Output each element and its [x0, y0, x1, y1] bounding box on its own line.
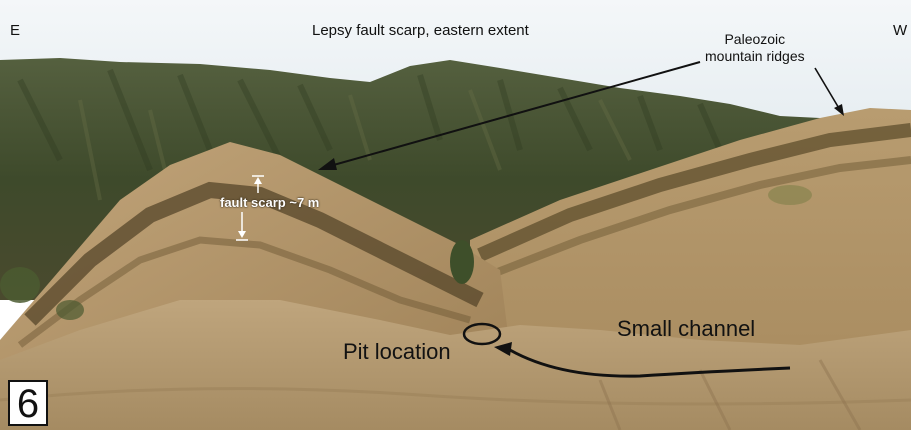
direction-label-west: W	[893, 22, 908, 39]
small-channel-label: Small channel	[617, 316, 756, 341]
fault-scarp-label: fault scarp ~7 m	[220, 195, 320, 210]
fault-scarp-marker	[236, 175, 264, 241]
pit-location-marker	[462, 322, 502, 346]
direction-label-east: E	[10, 22, 21, 39]
small-channel-arrow	[509, 348, 791, 378]
paleozoic-arrow-short	[814, 67, 841, 111]
panel-number-box: 6	[8, 380, 48, 426]
paleozoic-ridges-label: Paleozoic mountain ridges	[705, 31, 805, 65]
panel-number: 6	[16, 382, 40, 426]
pit-location-label: Pit location	[343, 339, 451, 364]
paleozoic-label-line2: mountain ridges	[705, 48, 805, 64]
paleozoic-arrow-long	[329, 61, 701, 167]
paleozoic-label-line1: Paleozoic	[724, 31, 786, 47]
foreground-slope	[0, 300, 911, 430]
figure-title: Lepsy fault scarp, eastern extent	[312, 22, 529, 39]
